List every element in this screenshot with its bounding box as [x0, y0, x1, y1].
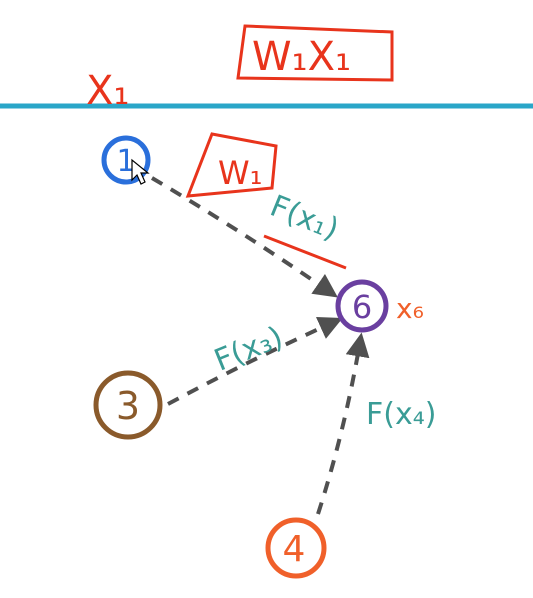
- node-3-label: 3: [116, 384, 140, 428]
- mouse-cursor-icon: [131, 158, 150, 185]
- x1-annotation: X₁: [86, 68, 129, 114]
- top-annotation-box: [236, 24, 394, 82]
- node-6[interactable]: 6: [335, 279, 389, 333]
- fx1-underline: [263, 234, 347, 270]
- node-3[interactable]: 3: [93, 370, 163, 440]
- edge-4-to-6: [316, 332, 370, 515]
- edge-label-fx3: F(x₃): [210, 320, 288, 379]
- node-6-x6-label: x₆: [396, 292, 424, 325]
- edge-1-to-6: [150, 176, 338, 298]
- edge-3-to-6: [167, 317, 343, 406]
- w1-annotation-box: [185, 132, 278, 198]
- top-annotation-text: W₁X₁: [252, 34, 351, 80]
- node-1-label: 1: [116, 144, 135, 179]
- node-4-label: 4: [283, 529, 306, 570]
- edge-label-fx4: F(x₄): [366, 397, 436, 432]
- w1-annotation-text: W₁: [218, 154, 262, 192]
- node-4[interactable]: 4: [265, 517, 327, 579]
- node-6-label: 6: [352, 288, 372, 326]
- edge-label-fx1: F(x₁): [265, 189, 343, 248]
